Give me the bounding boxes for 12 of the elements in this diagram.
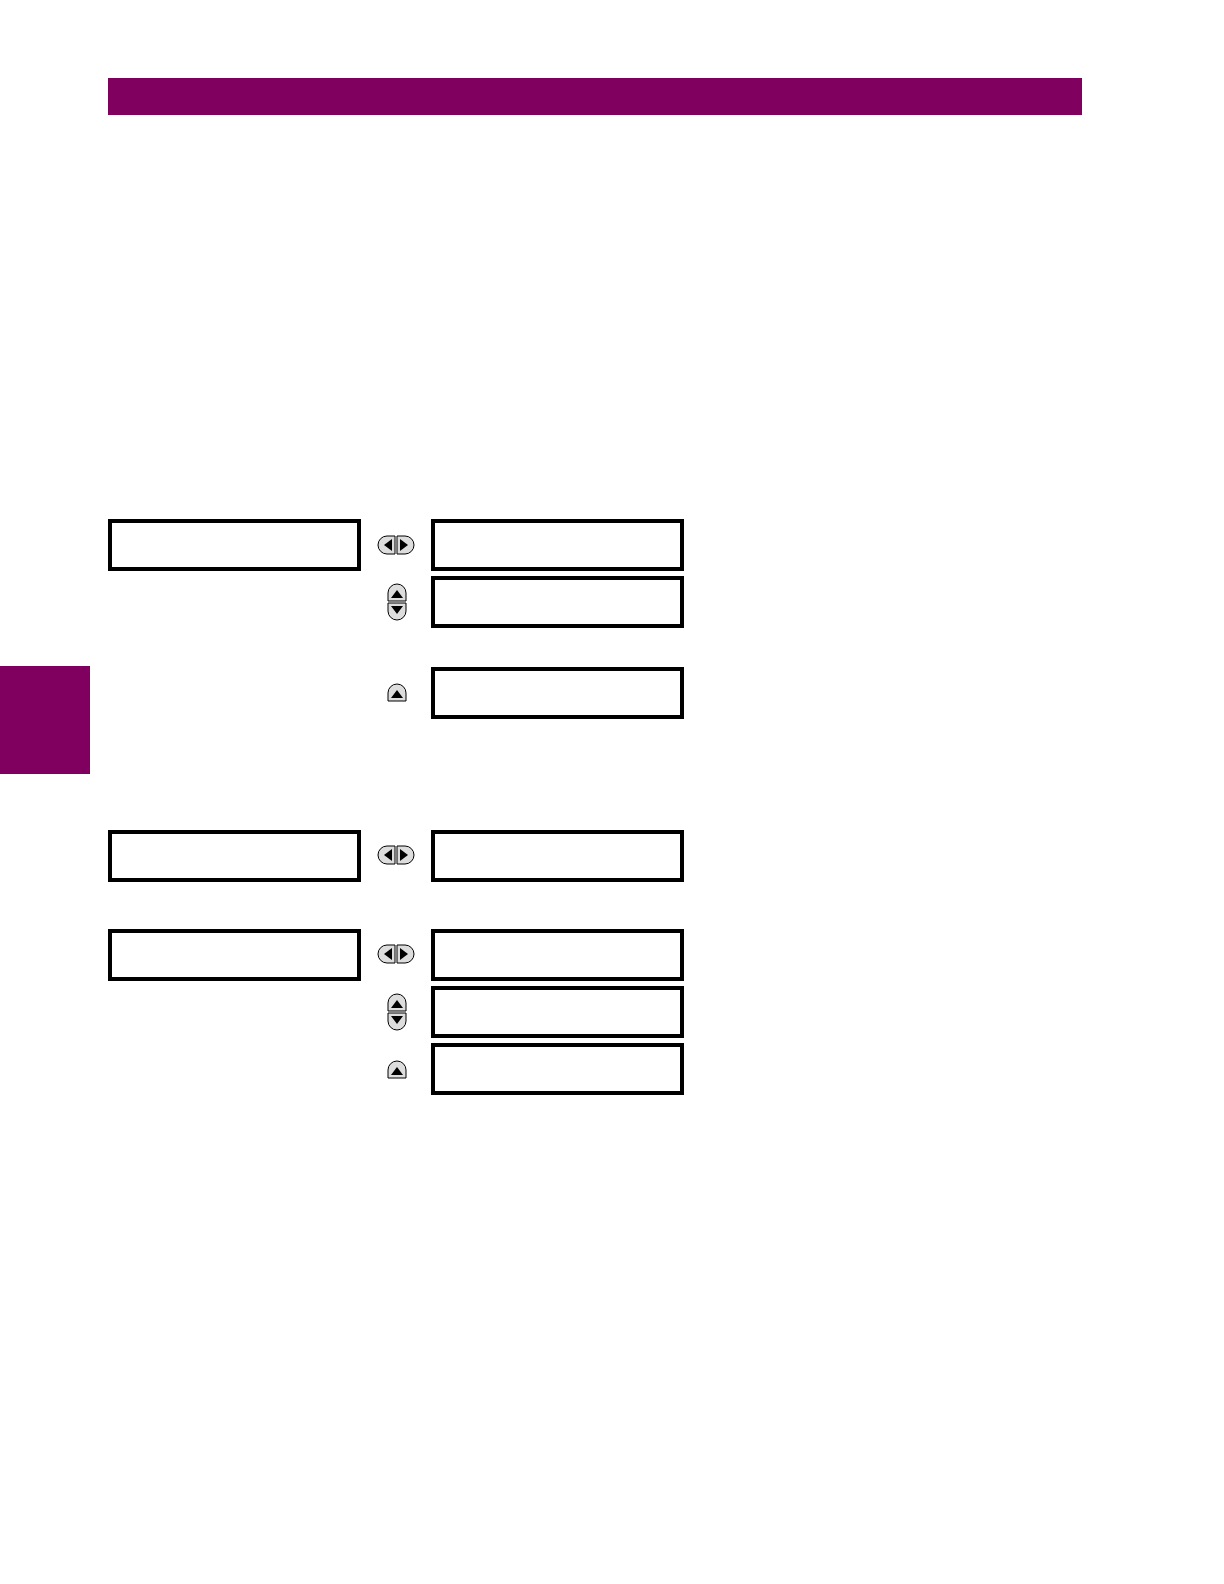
display-box xyxy=(431,576,684,628)
side-tab xyxy=(0,666,90,774)
display-box xyxy=(431,1043,684,1095)
display-box xyxy=(431,667,684,719)
display-box xyxy=(431,929,684,981)
display-box xyxy=(108,830,361,882)
display-box xyxy=(431,519,684,571)
display-box xyxy=(108,929,361,981)
display-box xyxy=(431,830,684,882)
display-box xyxy=(108,519,361,571)
header-bar xyxy=(108,78,1082,115)
display-box xyxy=(431,986,684,1038)
